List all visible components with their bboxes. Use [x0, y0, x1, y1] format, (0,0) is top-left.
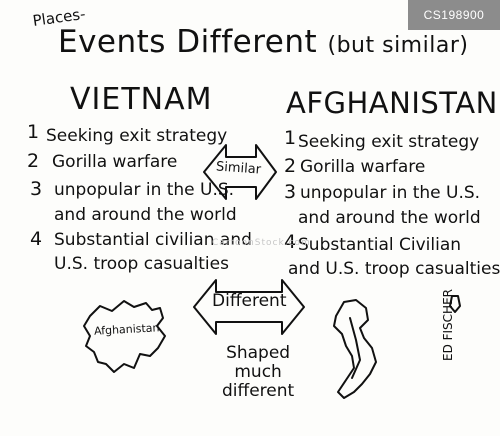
cartoon-title: Events Different (but similar) [58, 24, 468, 60]
list-number: 3 [284, 181, 297, 203]
list-number: 3 [30, 178, 43, 200]
shaped-note-line: much [234, 362, 282, 382]
vietnam-heading: VIETNAM [70, 82, 213, 117]
list-item: U.S. troop casualties [54, 254, 229, 274]
shaped-note-line: different [222, 381, 295, 401]
artist-signature: ED FISCHER [441, 288, 456, 362]
list-item: Seeking exit strategy [46, 126, 228, 146]
afghanistan-heading: AFGHANISTAN [286, 86, 498, 120]
list-item: Gorilla warfare [52, 152, 178, 172]
list-item: Substantial civilian and [54, 230, 252, 250]
vietnam-map-icon [333, 299, 377, 399]
catalog-badge: CS198900 [408, 0, 500, 30]
watermark: CartoonStock.com [212, 238, 311, 248]
list-item: and around the world [298, 208, 481, 228]
similar-label: Similar [215, 159, 262, 178]
shaped-note: Shaped much different [222, 344, 294, 401]
different-arrow-icon [193, 279, 305, 335]
list-item: unpopular in the U.S. [300, 183, 481, 203]
list-item: Seeking exit strategy [298, 132, 480, 152]
list-item: and around the world [54, 205, 237, 225]
list-item: Gorilla warfare [300, 157, 426, 177]
title-sub: (but similar) [327, 33, 469, 58]
list-number: 2 [27, 150, 40, 172]
list-number: 1 [284, 127, 297, 149]
shaped-note-line: Shaped [226, 343, 291, 363]
list-number: 4 [30, 228, 43, 250]
different-label: Different [212, 291, 287, 311]
similar-arrow-icon [203, 144, 277, 200]
list-item: and U.S. troop casualties [288, 259, 500, 279]
list-number: 2 [284, 155, 297, 177]
list-number: 4 [284, 231, 297, 253]
title-main: Events Different [58, 24, 318, 60]
pen-nib-icon [449, 295, 461, 313]
list-item: unpopular in the U.S. [54, 180, 235, 200]
list-item: Substantial Civilian [298, 235, 462, 255]
afghanistan-map-icon [83, 300, 166, 373]
list-number: 1 [27, 121, 40, 143]
